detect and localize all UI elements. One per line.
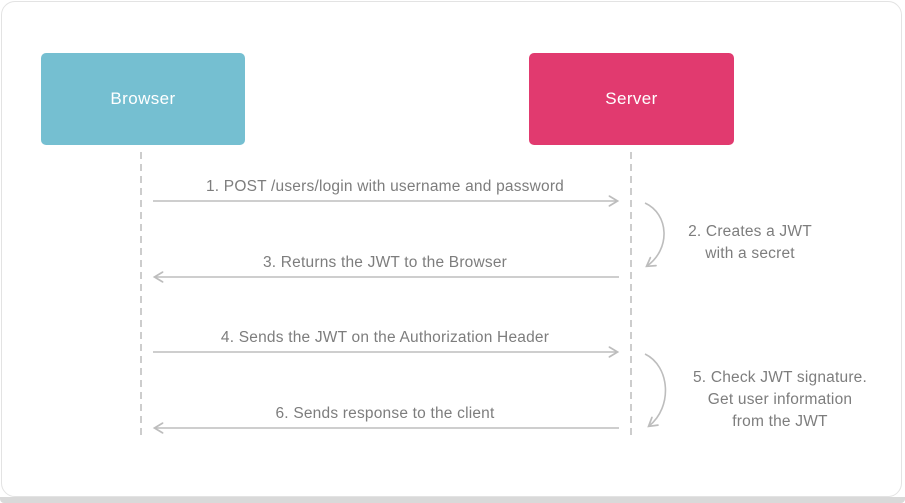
message-6-label: 6. Sends response to the client bbox=[275, 405, 495, 422]
actor-browser-label: Browser bbox=[110, 89, 176, 108]
actor-box-server: Server bbox=[529, 53, 734, 145]
self-action-5-line-1: 5. Check JWT signature. bbox=[692, 369, 868, 386]
bottom-edge-strip bbox=[0, 497, 905, 503]
self-action-2-label: 2. Creates a JWT with a secret bbox=[650, 221, 850, 265]
self-action-5-label: 5. Check JWT signature. Get user informa… bbox=[670, 367, 890, 433]
message-1-label: 1. POST /users/login with username and p… bbox=[205, 178, 565, 195]
self-action-2-line-2: with a secret bbox=[705, 245, 795, 262]
self-loop-step-5-arrow bbox=[644, 353, 667, 428]
self-action-5-line-2: Get user information bbox=[707, 391, 853, 408]
actor-server-label: Server bbox=[605, 89, 658, 108]
self-action-2-line-1: 2. Creates a JWT bbox=[688, 223, 812, 240]
message-4-label: 4. Sends the JWT on the Authorization He… bbox=[220, 329, 550, 346]
self-loop-step-2-arrow bbox=[644, 202, 665, 268]
self-action-5-line-3: from the JWT bbox=[732, 413, 828, 430]
actor-box-browser: Browser bbox=[41, 53, 245, 145]
message-3-label: 3. Returns the JWT to the Browser bbox=[262, 254, 508, 271]
